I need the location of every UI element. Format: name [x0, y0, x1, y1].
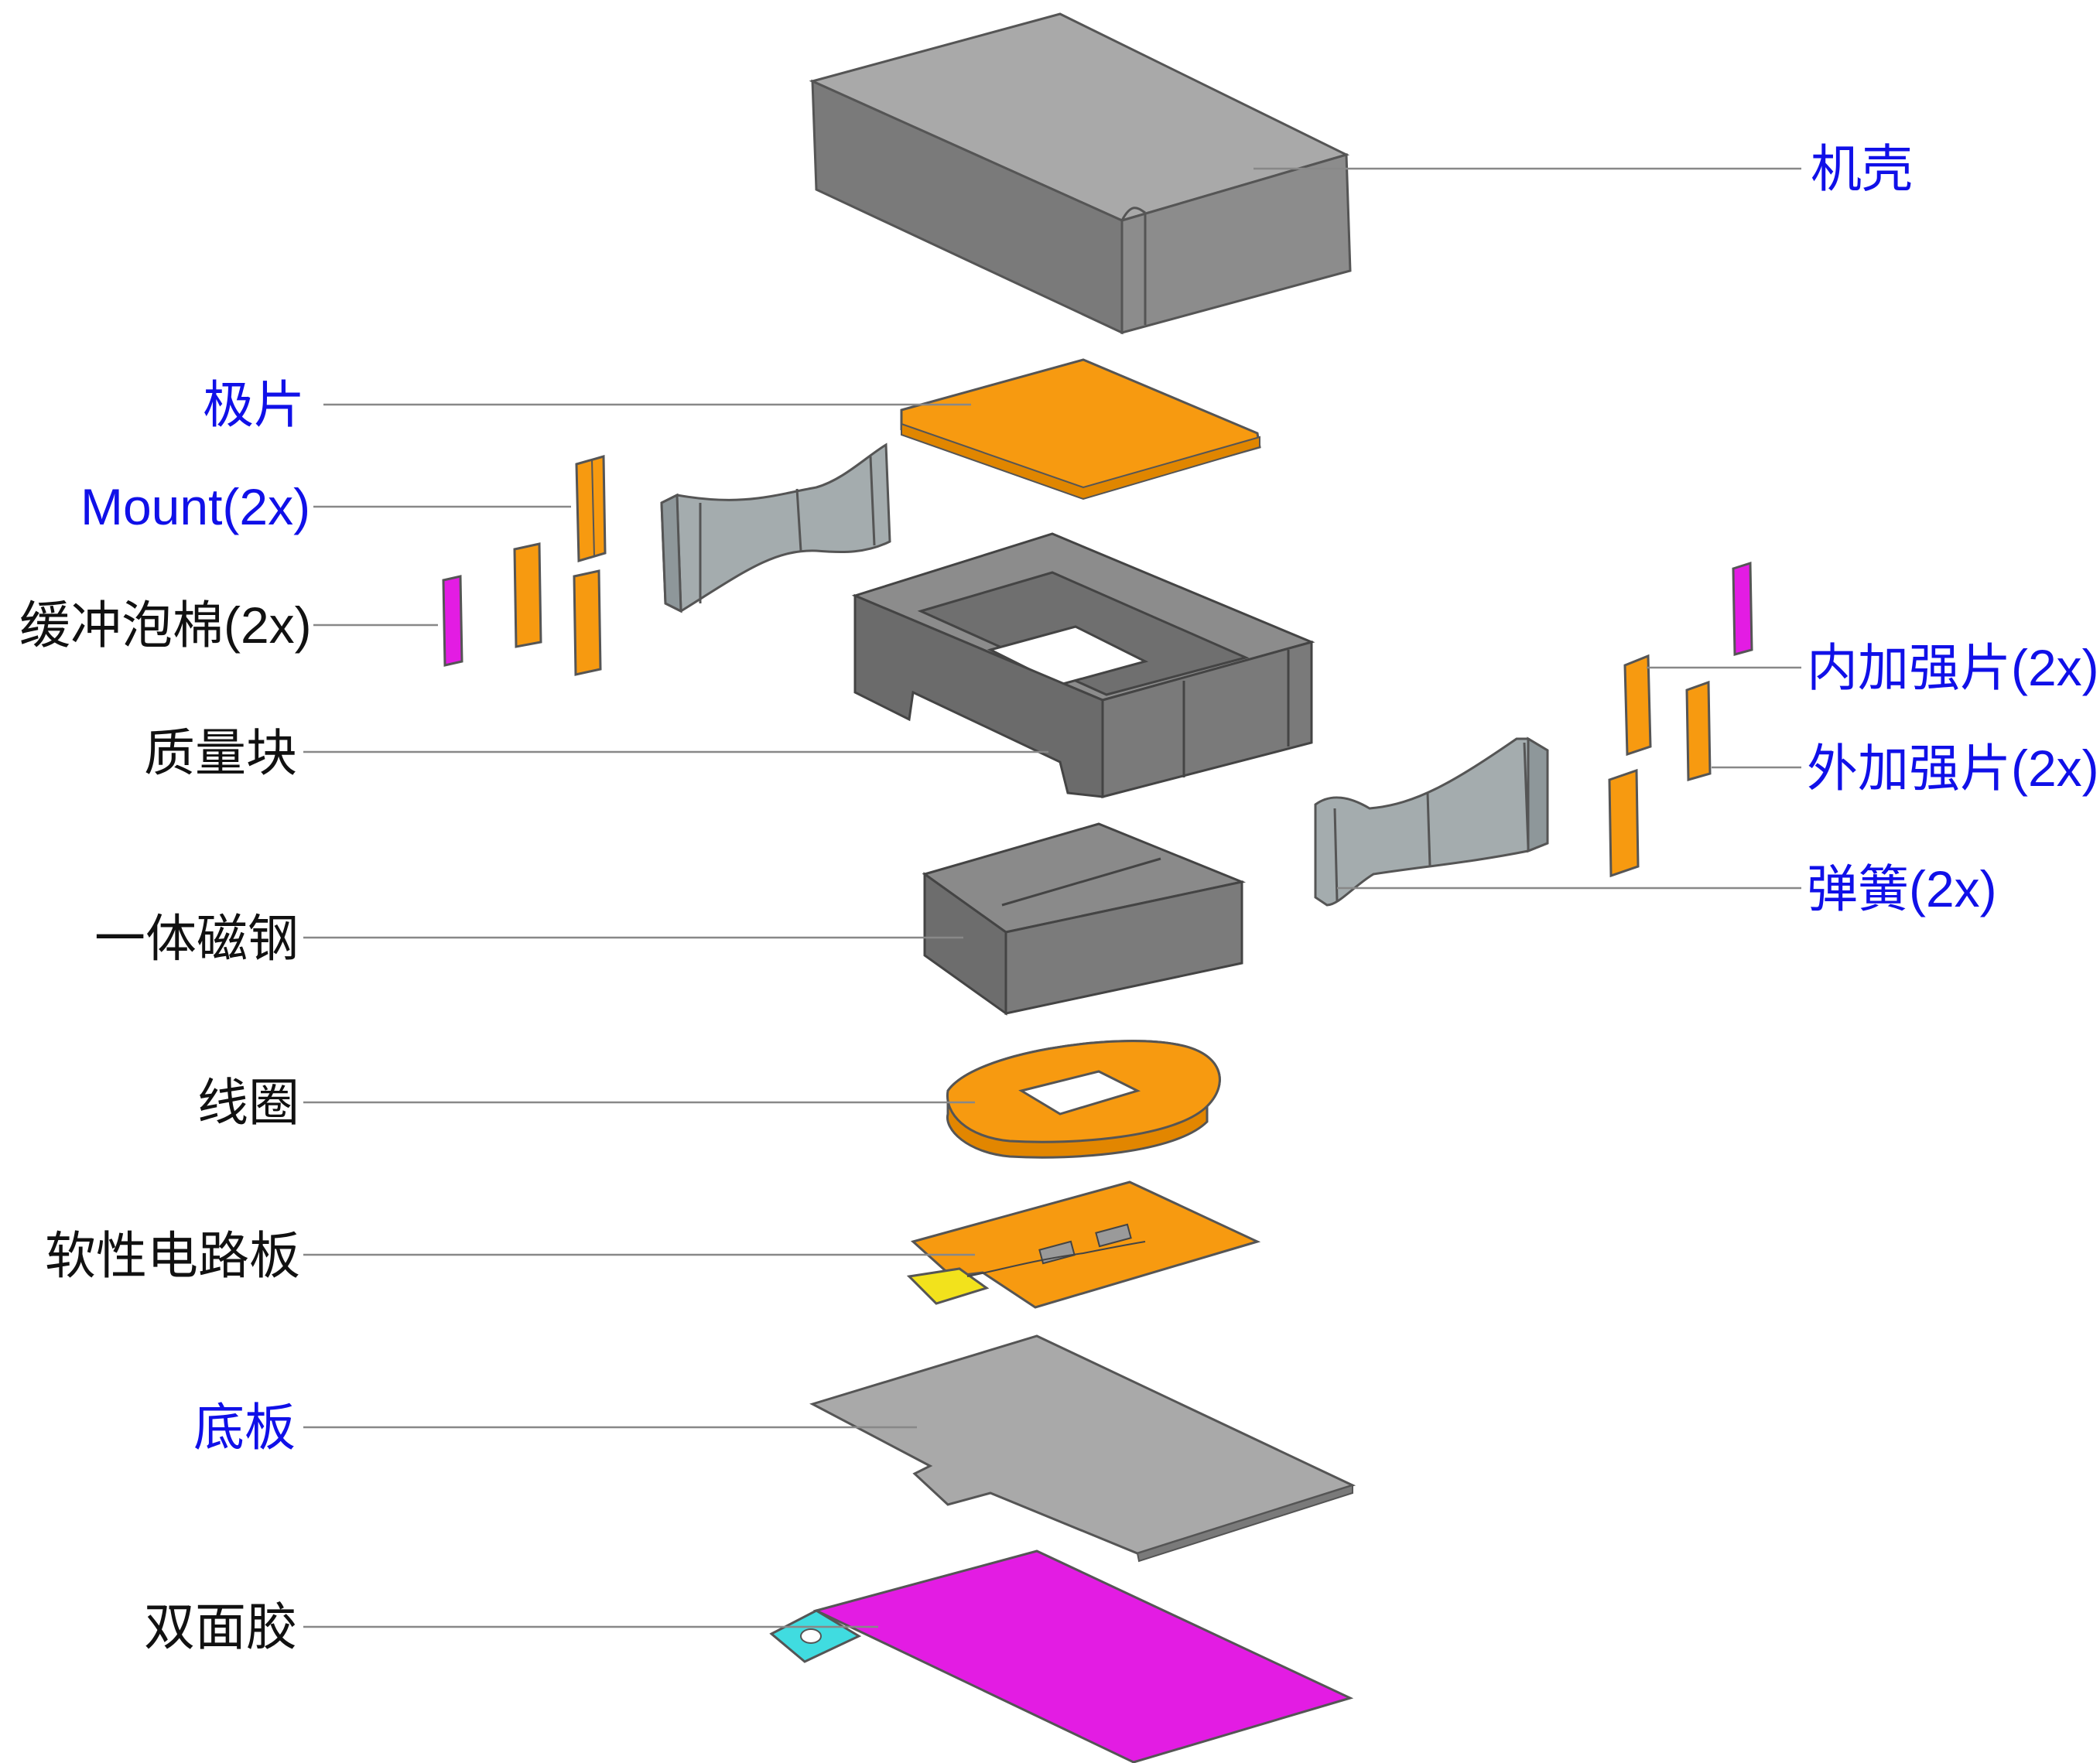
label-fpc: 软性电路板: [45, 1227, 300, 1284]
label-foam: 缓冲泡棉(2x): [19, 596, 312, 654]
mount-parts: [575, 455, 607, 562]
double-sided-tape-part: [769, 1549, 1354, 1763]
left-spring-part: [660, 442, 891, 613]
spring-stiffener-part: [1608, 768, 1640, 878]
label-inner-stiffener: 内加强片(2x): [1807, 639, 2099, 696]
label-tape: 双面胶: [144, 1598, 297, 1655]
outer-stiffener-parts: [1685, 680, 1712, 781]
label-magnet: 一体磁钢: [94, 910, 299, 967]
label-mass: 质量块: [144, 724, 297, 781]
label-spring: 弹簧(2x): [1807, 860, 1997, 917]
label-housing: 机壳: [1811, 140, 1913, 197]
housing-part: [809, 12, 1352, 335]
foam-part-left: [442, 575, 463, 667]
inner-stiffener-parts: [1623, 654, 1652, 757]
label-mount: Mount(2x): [80, 478, 311, 535]
leader-lines: [303, 167, 1801, 1628]
label-coil: 线圈: [197, 1074, 299, 1131]
pole-piece-part: [900, 358, 1261, 501]
mass-block-part: [851, 532, 1315, 798]
mass-side-stiffeners: [513, 542, 602, 676]
fpc-part: [906, 1180, 1261, 1309]
label-outer-stiffener: 外加强片(2x): [1807, 740, 2099, 797]
label-pole-piece: 极片: [203, 376, 305, 433]
foam-part-right: [1732, 561, 1753, 656]
coil-part: [946, 1040, 1221, 1159]
magnet-part: [922, 822, 1247, 1016]
base-plate-part: [809, 1334, 1356, 1563]
label-base: 底板: [193, 1399, 296, 1456]
right-spring-part: [1314, 736, 1549, 907]
